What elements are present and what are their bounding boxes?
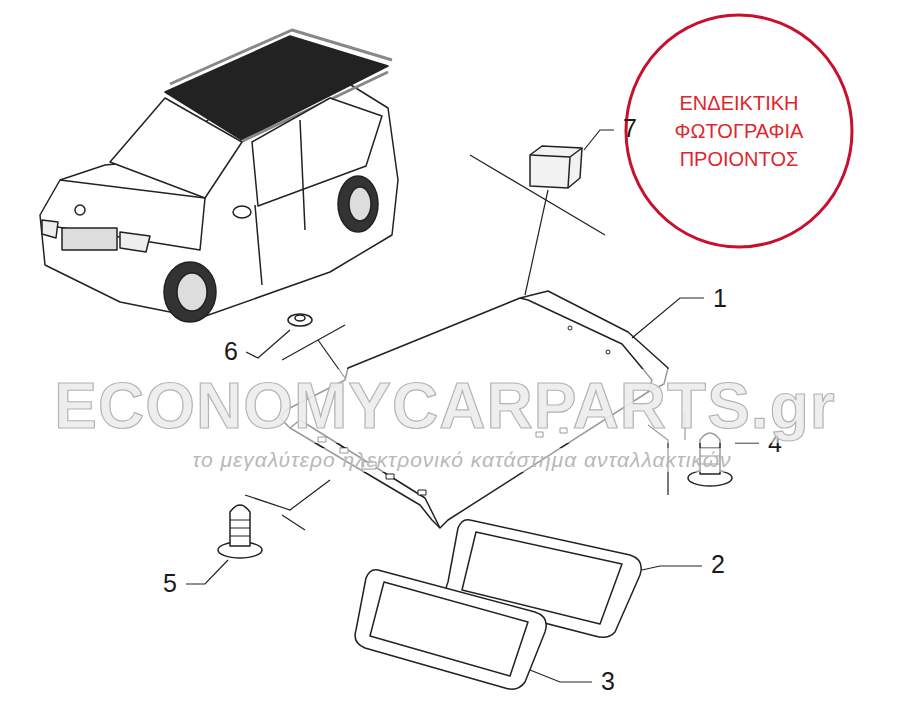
car-hub xyxy=(177,273,207,311)
stamp-ellipse xyxy=(626,15,852,247)
window-seal xyxy=(355,570,546,689)
clip-washer-hole xyxy=(295,315,305,321)
leader-line xyxy=(530,670,592,682)
headliner-hole xyxy=(606,350,610,354)
leader-line xyxy=(186,560,228,584)
callout-number: 3 xyxy=(601,667,615,696)
leader-line xyxy=(246,330,290,358)
window-seal-inner xyxy=(370,582,528,676)
clip-washer xyxy=(288,314,312,326)
reference-line xyxy=(525,190,548,295)
leader-line xyxy=(642,566,702,570)
car-headlight xyxy=(42,220,58,238)
callout-number: 6 xyxy=(224,337,238,366)
car-door-line xyxy=(255,205,262,285)
foam-pad-edge xyxy=(530,148,582,188)
car-headlight xyxy=(120,232,150,252)
car-grille xyxy=(62,228,117,250)
car-hub xyxy=(349,187,371,221)
clip-shaft xyxy=(230,505,250,546)
callout-number: 2 xyxy=(711,550,725,579)
callout-number: 7 xyxy=(623,114,637,143)
headliner-slot xyxy=(418,490,426,495)
car-logo xyxy=(75,205,85,215)
watermark-slogan: το μεγαλύτερο ηλεκτρονικό κατάστημα αντα… xyxy=(192,448,731,472)
foam-pad xyxy=(530,146,582,188)
leader-line xyxy=(584,130,614,150)
callout-number: 5 xyxy=(163,569,177,598)
callout-number: 1 xyxy=(713,284,727,313)
leader-line xyxy=(632,298,704,338)
watermark: ECONOMYCARPARTS.gr xyxy=(54,369,835,443)
car-wheel xyxy=(164,262,216,322)
car-wheel xyxy=(338,176,378,232)
headliner-hole xyxy=(568,326,572,330)
stamp-text: ΕΝΔΕΙΚΤΙΚΗ ΦΩΤΟΓΡΑΦΙΑ ΠΡΟΙΟΝΤΟΣ xyxy=(664,89,814,173)
car-windshield xyxy=(110,98,242,198)
car-door-line xyxy=(300,120,305,230)
reference-line xyxy=(245,480,330,530)
stamp-circle: ΕΝΔΕΙΚΤΙΚΗ ΦΩΤΟΓΡΑΦΙΑ ΠΡΟΙΟΝΤΟΣ xyxy=(623,12,855,250)
clip-ridges xyxy=(230,520,250,536)
headliner-slot xyxy=(386,474,394,479)
reference-line xyxy=(470,155,605,235)
car-mirror xyxy=(233,206,251,218)
roof-rail xyxy=(170,30,392,84)
